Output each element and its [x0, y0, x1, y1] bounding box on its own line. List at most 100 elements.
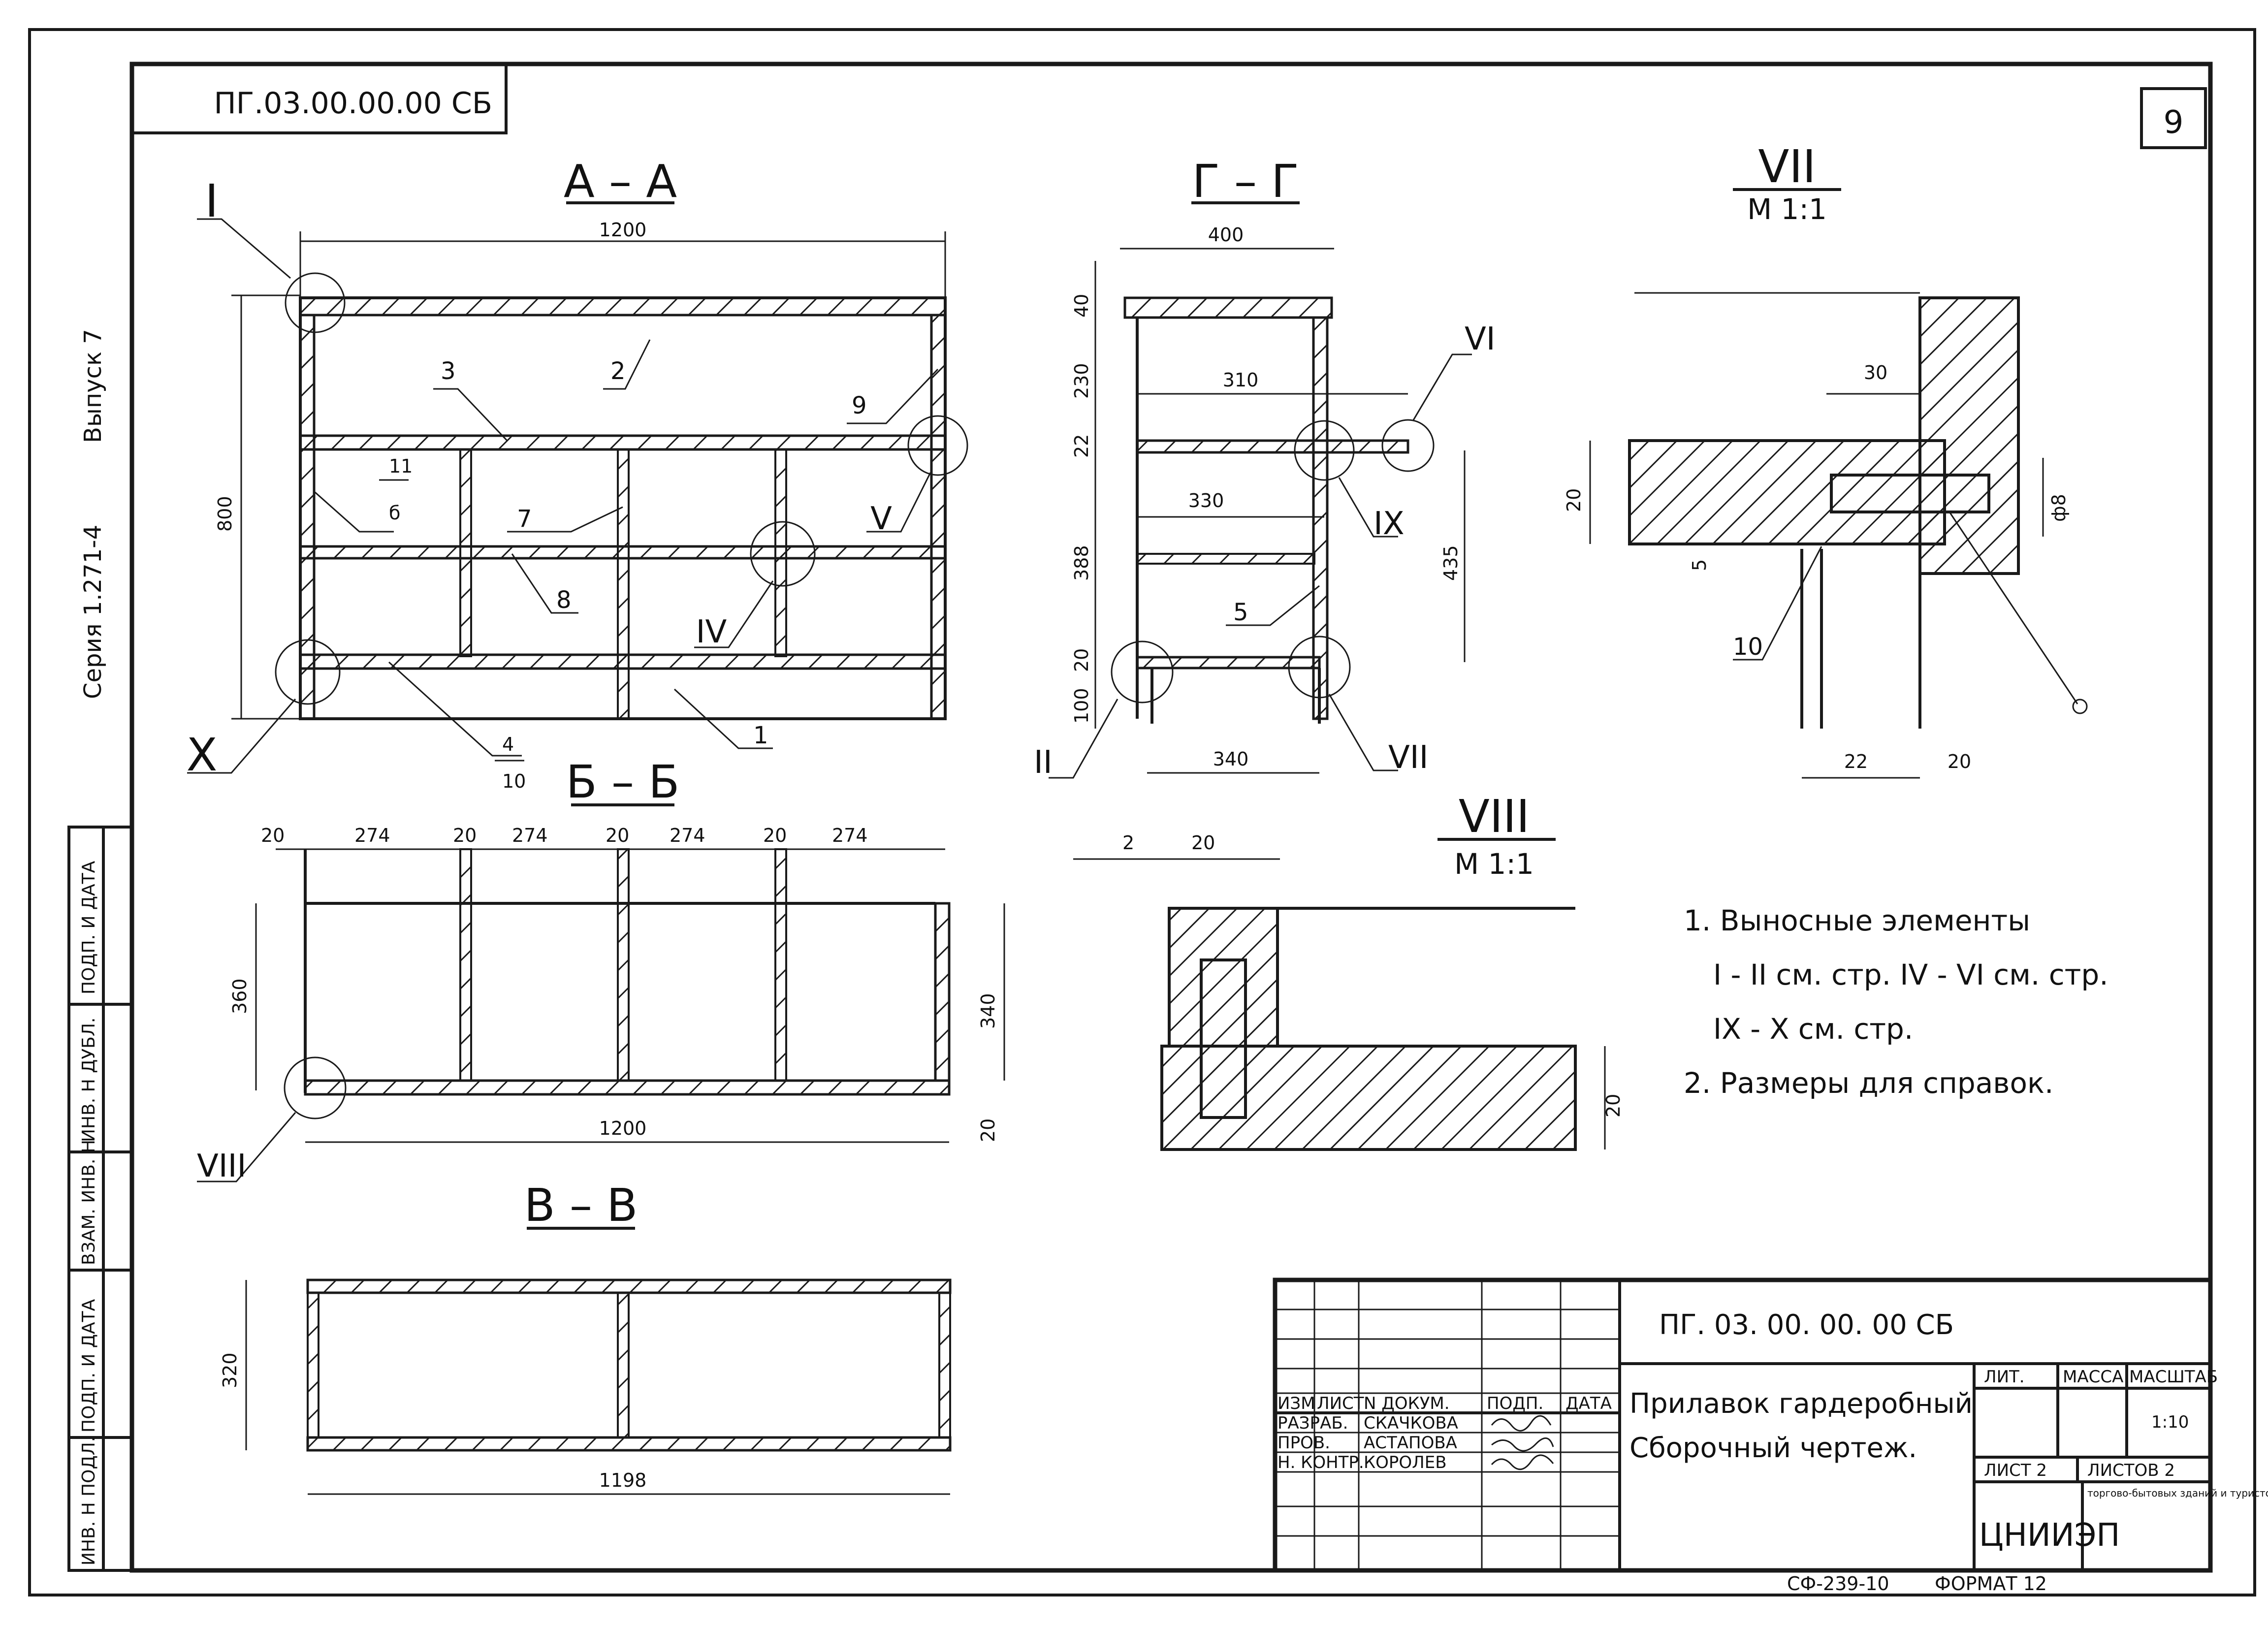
callout-VI: VI [1465, 321, 1496, 357]
section-aa-title: А – А [564, 155, 677, 208]
tb-name-line1: Прилавок гардеробный [1629, 1388, 1973, 1420]
pos-3: 3 [441, 357, 456, 385]
tb-sheet: ЛИСТ 2 [1984, 1461, 2047, 1480]
sheet-number-box: 9 [2140, 87, 2207, 149]
signature-3 [1491, 1454, 1554, 1470]
sheet-number: 9 [2164, 104, 2184, 141]
series-label: Серия 1.271-4 [79, 525, 107, 699]
vii-d20: 20 [1563, 488, 1585, 512]
vii-d5: 5 [1689, 559, 1710, 571]
viii-d20: 20 [1191, 832, 1215, 854]
detail-vii-scale: М 1:1 [1747, 192, 1827, 226]
note-line3: IX - X см. стр. [1713, 1012, 1913, 1046]
callout-VII: VII [1388, 739, 1429, 776]
pos-8: 8 [556, 586, 572, 614]
gg-d388: 388 [1071, 545, 1092, 581]
tb-hdr-list: ЛИСТ [1317, 1394, 1364, 1413]
signature-1 [1491, 1415, 1552, 1432]
callout-II: II [1034, 744, 1053, 781]
callout-X: X [186, 729, 217, 781]
bb-d5: 20 [606, 825, 629, 846]
tb-scale: 1:10 [2151, 1412, 2189, 1432]
vii-pos10: 10 [1733, 633, 1763, 661]
bb-d4: 274 [512, 825, 548, 846]
section-bb: Б – Б 20 274 20 274 20 274 20 274 360 34… [197, 756, 1005, 1184]
viii-d20v: 20 [1602, 1094, 1624, 1117]
bb-d6: 274 [670, 825, 705, 846]
gg-d22: 22 [1071, 434, 1092, 458]
bb-width: 1200 [599, 1117, 647, 1139]
callout-IV: IV [696, 614, 727, 650]
bb-bottom: 20 [977, 1118, 999, 1142]
viii-d2: 2 [1122, 832, 1134, 854]
tb-role-1: РАЗРАБ. [1278, 1413, 1348, 1433]
detail-vii: VII М 1:1 30 20 5 22 20 ф8 10 [1563, 140, 2088, 779]
note-line1: 1. Выносные элементы [1684, 904, 2030, 937]
detail-vii-title: VII [1758, 140, 1816, 193]
pos-1: 1 [753, 722, 768, 749]
pos-7: 7 [517, 505, 532, 533]
vv-height: 320 [219, 1352, 241, 1388]
gg-lower: 330 [1188, 490, 1224, 511]
gg-d20: 20 [1071, 648, 1092, 672]
note-line4: 2. Размеры для справок. [1684, 1066, 2053, 1100]
stamp-cell-1: ПОДП. И ДАТА [79, 861, 99, 994]
vv-width: 1198 [599, 1469, 647, 1491]
stamp-cell-2: ИНВ. Н ДУБЛ. [79, 1018, 99, 1142]
tb-lit: ЛИТ. [1984, 1367, 2025, 1387]
section-gg-title: Г – Г [1192, 155, 1299, 208]
tb-mass: МАССА [2063, 1367, 2123, 1387]
frac-top: 11 [389, 455, 413, 477]
callout-VIII: VIII [197, 1148, 246, 1184]
callout-I: I [205, 175, 218, 227]
top-code-box: ПГ.03.00.00.00 СБ [130, 63, 508, 134]
detail-viii-scale: М 1:1 [1454, 847, 1534, 881]
format-label: ФОРМАТ 12 [1935, 1573, 2047, 1595]
vii-dia: ф8 [2048, 494, 2070, 522]
tb-hdr-doc: N ДОКУМ. [1364, 1394, 1450, 1413]
section-vv: В – В 320 1198 [219, 1179, 952, 1495]
frac-bot: б [389, 502, 400, 524]
detail-viii: VIII М 1:1 2 20 20 [1073, 790, 1624, 1151]
tb-name-line2: Сборочный чертеж. [1629, 1432, 1917, 1464]
vii-d20b: 20 [1948, 751, 1971, 772]
callout-V: V [870, 501, 892, 537]
gg-d435: 435 [1440, 545, 1462, 581]
section-bb-title: Б – Б [566, 756, 680, 808]
title-block: ИЗМ ЛИСТ N ДОКУМ. ПОДП. ДАТА РАЗРАБ. СКА… [1273, 1277, 2268, 1573]
tb-scale-hdr: МАСШТАБ [2129, 1367, 2218, 1387]
gg-top: 400 [1208, 224, 1244, 246]
vii-d30: 30 [1864, 362, 1887, 383]
stamp-cell-5: ИНВ. Н ПОДЛ. [79, 1436, 99, 1565]
tb-name-2: АСТАПОВА [1364, 1433, 1457, 1453]
tb-name-3: КОРОЛЕВ [1364, 1453, 1447, 1472]
detail-viii-title: VIII [1459, 790, 1530, 843]
stamp-cell-3: ВЗАМ. ИНВ. Н [79, 1140, 99, 1265]
vii-d22: 22 [1844, 751, 1868, 772]
tb-hdr-izm: ИЗМ [1278, 1394, 1315, 1413]
tb-role-3: Н. КОНТР. [1278, 1453, 1364, 1472]
outer-border [28, 28, 2256, 1596]
aa-width: 1200 [599, 219, 647, 241]
section-vv-title: В – В [524, 1179, 638, 1232]
inner-frame [129, 62, 2213, 1573]
tb-org: ЦНИИЭП [1979, 1517, 2120, 1554]
gg-d230: 230 [1071, 363, 1092, 399]
aa-height: 800 [214, 496, 236, 532]
bb-left: 360 [229, 978, 251, 1014]
bb-d2: 274 [354, 825, 390, 846]
bottom-code: СФ-239-10 [1787, 1573, 1889, 1595]
pos-2: 2 [610, 357, 626, 385]
tb-org-sub: торгово-бытовых зданий и туристских комп… [2087, 1487, 2268, 1499]
mirrored-code: ПГ.03.00.00.00 СБ [214, 86, 492, 121]
gg-bottom: 340 [1213, 748, 1249, 770]
bb-d3: 20 [453, 825, 477, 846]
note-line2: I - II см. стр. IV - VI см. стр. [1713, 958, 2108, 991]
pos-9: 9 [852, 392, 867, 419]
tb-name-1: СКАЧКОВА [1364, 1413, 1458, 1433]
tb-role-2: ПРОВ. [1278, 1433, 1330, 1453]
tb-hdr-date: ДАТА [1565, 1394, 1612, 1413]
gg-d100: 100 [1071, 688, 1092, 724]
bb-d1: 20 [261, 825, 285, 846]
